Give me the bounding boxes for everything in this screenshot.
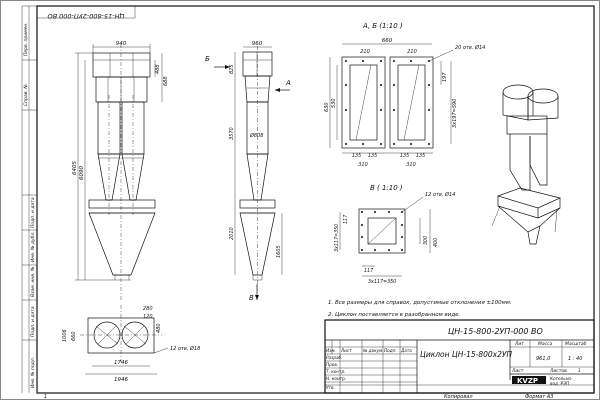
tb-row-izm: Изм. xyxy=(326,348,336,353)
dim-front-688: 688 xyxy=(163,76,169,86)
flange-holes-ab: 20 отв. Ø14 xyxy=(455,44,485,51)
arrow-b-label: Б xyxy=(205,55,210,63)
plan-dim-660: 660 xyxy=(71,331,77,341)
flange-dim-135c: 135 xyxy=(400,153,409,159)
arrow-v-label: В xyxy=(249,294,254,302)
copied-label: Копировал xyxy=(444,394,473,400)
flange-v-pitch-vertical: 3х117=350 xyxy=(334,224,340,252)
tb-mass-label: Масса xyxy=(538,341,553,347)
strip-label-3: Подп. и дата xyxy=(30,197,36,228)
strip-label-7: Инв. № подл. xyxy=(30,357,36,388)
tb-col-list: Лист xyxy=(340,348,352,353)
dim-side-1605: 1605 xyxy=(276,245,282,258)
tb-row-checked: Пров. xyxy=(326,362,338,367)
note-2: 2. Циклон поставляется в разобранном вид… xyxy=(328,312,461,318)
note-1: 1. Все размеры для справок, допустимые о… xyxy=(328,300,512,306)
dim-front-top: 940 xyxy=(116,41,127,47)
tb-sheets-value: 1 xyxy=(578,368,581,374)
flange-pitch-note: 3х197=590 xyxy=(452,99,458,128)
tb-col-docnum: № докум. xyxy=(362,348,384,353)
dim-side-825: 825 xyxy=(229,64,235,74)
plan-dim-280: 280 xyxy=(143,306,153,312)
flange-v-117-side: 117 xyxy=(343,215,349,224)
dim-side-top: 960 xyxy=(252,41,263,47)
dim-side-diameter: Ø808 xyxy=(249,132,263,139)
flange-dim-210b: 210 xyxy=(407,49,417,55)
flange-dim-135b: 135 xyxy=(368,153,377,159)
tb-col-date: Дата xyxy=(400,348,412,353)
isometric-view xyxy=(491,84,562,245)
view-arrows: Б А В xyxy=(205,55,291,302)
dim-side-2010: 2010 xyxy=(229,227,235,240)
dim-front-488: 488 xyxy=(155,64,161,74)
section-ab-title: А, Б (1:10 ) xyxy=(362,22,403,30)
dim-front-1946: 1946 xyxy=(114,377,128,383)
tb-row-tcontrol: Т. контр. xyxy=(326,369,345,374)
flange-dim-135a: 135 xyxy=(352,153,361,159)
section-ab: А, Б (1:10 ) 660 210 210 630 530 20 отв.… xyxy=(324,22,485,168)
plan-dim-1006: 1006 xyxy=(62,329,68,342)
flange-v-400: 400 xyxy=(433,238,439,247)
flange-dim-135d: 135 xyxy=(416,153,425,159)
tb-scale-value: 1 : 40 xyxy=(568,356,582,362)
arrow-a-label: А xyxy=(285,79,291,87)
tb-mass-value: 961,0 xyxy=(536,356,550,362)
tb-scale-label: Масштаб xyxy=(565,341,587,347)
drawing-number-rotated: ЦН-15-800-2УП-000 ВО xyxy=(47,12,124,20)
plan-view: 280 120 1006 660 480 12 отв. Ø18 1746 19… xyxy=(62,305,200,383)
strip-label-6: Подп. и дата xyxy=(30,306,36,337)
tb-sheets-label: Листов xyxy=(549,368,567,374)
company-name-1: Котельно- xyxy=(550,376,573,381)
flange-dim-197: 197 xyxy=(442,72,448,82)
sheet-border-inner xyxy=(36,5,595,394)
tb-sheet-label: Лист xyxy=(511,368,524,374)
title-drawing-number: ЦН-15-800-2УП-000 ВО xyxy=(448,327,543,336)
flange-v-holes: 12 отв. Ø14 xyxy=(425,191,455,198)
dim-side-3570: 3570 xyxy=(229,127,235,140)
flange-dim-630: 630 xyxy=(324,102,330,112)
plan-holes: 12 отв. Ø18 xyxy=(170,345,200,352)
company-logo-text: KVZP xyxy=(517,377,538,385)
format-label: Формат А3 xyxy=(525,394,553,400)
flange-dim-310a: 310 xyxy=(358,162,368,168)
plan-dim-120: 120 xyxy=(143,314,153,320)
flange-dim-530: 530 xyxy=(331,98,337,108)
plan-dim-480: 480 xyxy=(156,323,162,333)
dim-front-6090: 6090 xyxy=(79,166,85,180)
company-logo xyxy=(512,376,546,384)
strip-label-1: Перв. примен. xyxy=(23,22,29,56)
title-block: ЦН-15-800-2УП-000 ВО Циклон ЦН-15-800х2У… xyxy=(324,319,595,400)
flange-dim-210a: 210 xyxy=(360,49,370,55)
tb-lit-label: Лит xyxy=(514,341,524,347)
section-v: В ( 1:10 ) 12 отв. Ø14 117 3х117=350 300… xyxy=(334,184,455,285)
tb-row-developed: Разраб. xyxy=(326,355,342,360)
side-view: 960 825 3570 2010 Ø808 1605 xyxy=(229,41,283,290)
rotated-number-box xyxy=(36,5,136,19)
dim-front-6405: 6405 xyxy=(72,161,78,175)
strip-label-2: Справ. № xyxy=(23,84,29,106)
tb-row-ncontrol: Н. контр. xyxy=(326,376,346,381)
flange-dim-660: 660 xyxy=(382,38,393,44)
front-view: 940 488 688 6405 6090 xyxy=(72,41,169,300)
section-v-title: В ( 1:10 ) xyxy=(370,184,403,192)
strip-label-5: Взам. инв. № xyxy=(30,266,36,297)
flange-v-117-bottom: 117 xyxy=(364,268,373,274)
tb-row-approved: Утв. xyxy=(326,385,335,390)
company-name-2: вод. РЭП xyxy=(550,381,570,386)
title-name: Циклон ЦН-15-800х2УП xyxy=(420,350,512,359)
tb-col-sign: Подп. xyxy=(384,348,397,353)
flange-v-pitch-horizontal: 3х117=350 xyxy=(368,279,396,285)
left-strip: Перв. примен. Справ. № Подп. и дата Инв.… xyxy=(21,5,37,393)
strip-label-4: Инв. № дубл. xyxy=(30,231,36,262)
flange-dim-310b: 310 xyxy=(406,162,416,168)
page-number: 1 xyxy=(44,394,47,400)
flange-v-300: 300 xyxy=(423,236,429,245)
dim-front-1746: 1746 xyxy=(114,360,128,366)
